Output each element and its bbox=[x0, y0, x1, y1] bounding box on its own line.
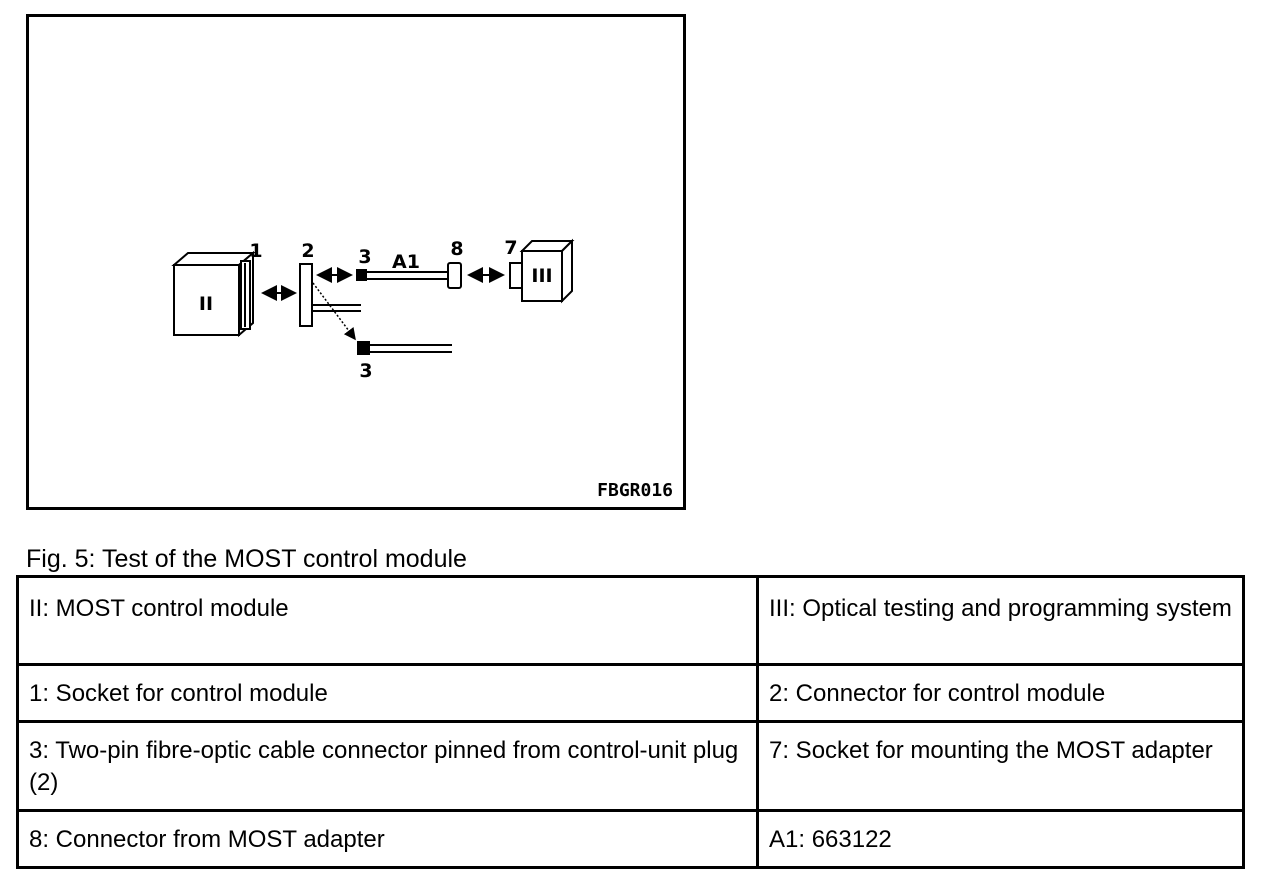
socket-1 bbox=[240, 260, 251, 330]
legend-row: II: MOST control module III: Optical tes… bbox=[16, 575, 1245, 666]
cable-connector-3-bottom-label: 3 bbox=[359, 360, 372, 382]
cable-connector-3-top bbox=[356, 269, 448, 281]
module-ii-label: II bbox=[199, 293, 213, 315]
figure-caption: Fig. 5: Test of the MOST control module bbox=[26, 545, 467, 573]
legend-cell-cable-connector-3: 3: Two-pin fibre-optic cable connector p… bbox=[16, 720, 759, 812]
connector-8-label: 8 bbox=[450, 238, 463, 260]
connector-2-label: 2 bbox=[301, 240, 314, 262]
legend-cell-socket-1: 1: Socket for control module bbox=[16, 663, 759, 723]
figure-id: FBGR016 bbox=[597, 480, 673, 501]
cable-connector-3-top-label: 3 bbox=[358, 246, 371, 268]
legend-table: II: MOST control module III: Optical tes… bbox=[16, 575, 1245, 869]
connector-8 bbox=[447, 262, 462, 289]
cable-connector-3-bottom bbox=[357, 341, 452, 355]
legend-cell-connector-2: 2: Connector for control module bbox=[756, 663, 1245, 723]
legend-cell-module-iii: III: Optical testing and programming sys… bbox=[756, 575, 1245, 666]
figure-frame: II 1 2 3 A1 8 bbox=[26, 14, 686, 510]
socket-1-label: 1 bbox=[249, 240, 262, 262]
legend-cell-module-ii: II: MOST control module bbox=[16, 575, 759, 666]
testing-system-iii bbox=[519, 238, 575, 304]
legend-row: 3: Two-pin fibre-optic cable connector p… bbox=[16, 720, 1245, 812]
adapter-a1-label: A1 bbox=[392, 251, 420, 273]
most-test-diagram: II 1 2 3 A1 8 bbox=[171, 237, 575, 382]
legend-row: 8: Connector from MOST adapter A1: 66312… bbox=[16, 809, 1245, 869]
legend-cell-socket-7: 7: Socket for mounting the MOST adapter bbox=[756, 720, 1245, 812]
connector-2 bbox=[299, 263, 361, 327]
socket-7-label: 7 bbox=[504, 237, 517, 259]
module-iii-label: III bbox=[531, 265, 552, 287]
legend-cell-adapter-a1: A1: 663122 bbox=[756, 809, 1245, 869]
legend-cell-connector-8: 8: Connector from MOST adapter bbox=[16, 809, 759, 869]
legend-row: 1: Socket for control module 2: Connecto… bbox=[16, 663, 1245, 723]
